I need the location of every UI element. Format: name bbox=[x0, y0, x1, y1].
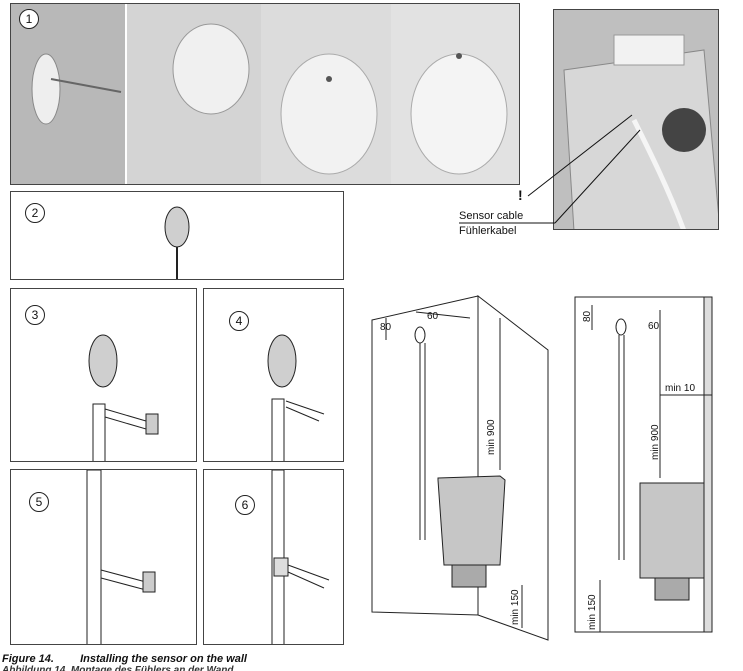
figure-title: Installing the sensor on the wall bbox=[80, 653, 247, 665]
dim-left-side: 60 bbox=[427, 311, 439, 322]
dim-right-floor: min 150 bbox=[587, 594, 598, 630]
dim-right-side: 60 bbox=[648, 321, 660, 332]
dim-right-wall: min 10 bbox=[665, 383, 696, 394]
dim-right-height: min 900 bbox=[650, 424, 661, 460]
figure-caption: Figure 14. Installing the sensor on the … bbox=[2, 653, 247, 665]
dim-left-top: 80 bbox=[380, 322, 392, 333]
installation-photo-illustration bbox=[11, 4, 519, 184]
sensor-conduit-illustration bbox=[88, 334, 159, 461]
conduit-screws-illustration bbox=[271, 470, 330, 644]
conduit-bracket-illustration bbox=[86, 470, 156, 644]
step-panel-3: 3 bbox=[10, 288, 197, 462]
step-panel-6: 6 bbox=[203, 469, 344, 645]
step-panel-4: 4 bbox=[203, 288, 344, 462]
figure-caption-german: Abbildung 14. Montage des Fühlers an der… bbox=[2, 665, 234, 671]
step-number-4: 4 bbox=[229, 311, 249, 331]
step-panel-5: 5 bbox=[10, 469, 197, 645]
step-number-5: 5 bbox=[29, 492, 49, 512]
warning-mark: ! bbox=[518, 187, 523, 203]
fuehlerkabel-label: Fühlerkabel bbox=[459, 225, 517, 237]
step-number-1: 1 bbox=[19, 9, 39, 29]
sensor-cable-label: Sensor cable bbox=[459, 210, 524, 222]
step-number-3: 3 bbox=[25, 305, 45, 325]
step-number-6: 6 bbox=[235, 495, 255, 515]
dim-right-top: 80 bbox=[582, 310, 593, 322]
step-number-2: 2 bbox=[25, 203, 45, 223]
sensor-illustration bbox=[164, 206, 190, 279]
step-panel-2: 2 bbox=[10, 191, 344, 280]
sensor-screws-illustration bbox=[267, 334, 325, 461]
figure-label: Figure 14. bbox=[2, 653, 54, 665]
photo-panel-1: 1 bbox=[10, 3, 520, 185]
